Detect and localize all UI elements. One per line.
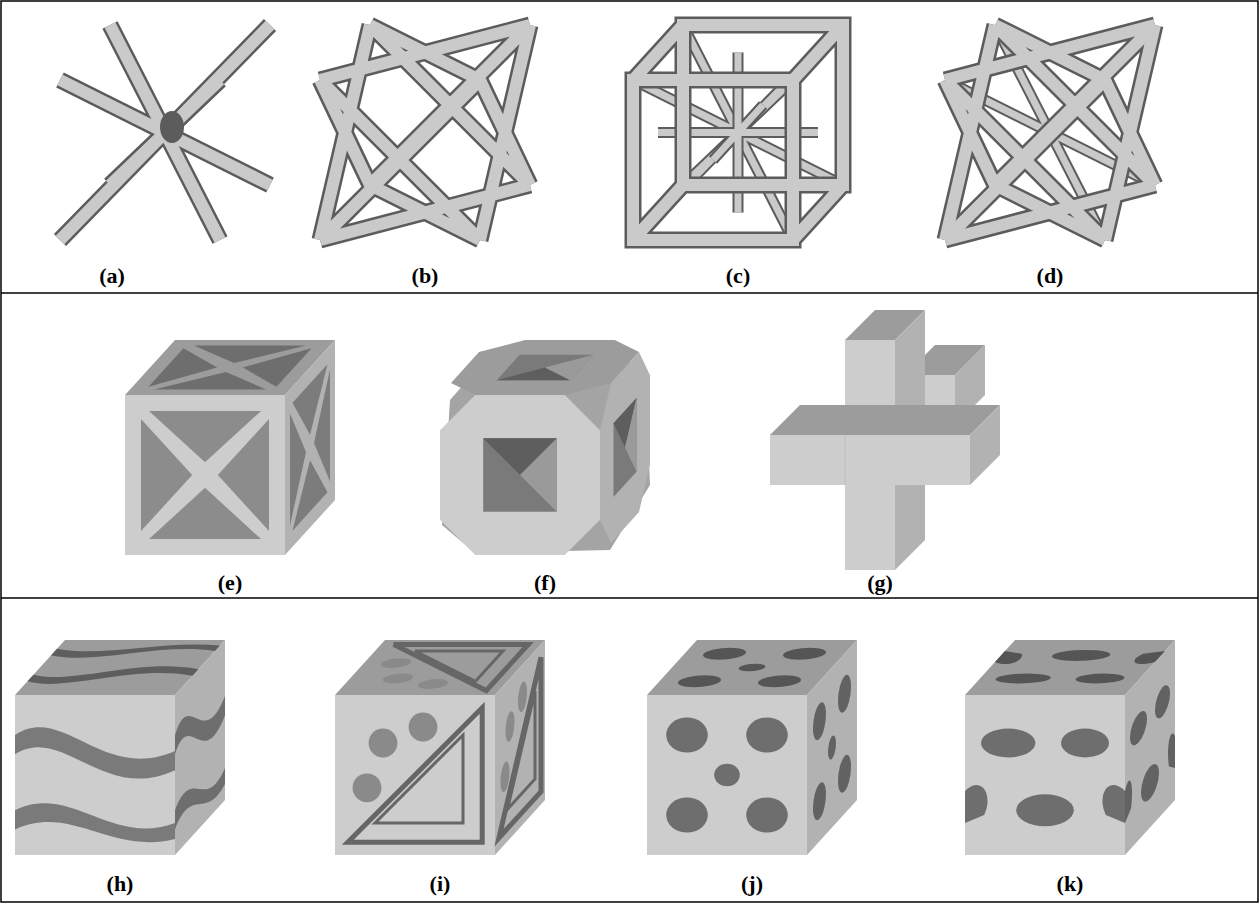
panel-label: (k) bbox=[1057, 872, 1084, 896]
panel-label: (b) bbox=[412, 264, 439, 288]
panel-label: (i) bbox=[430, 872, 451, 896]
bcc-cell bbox=[60, 25, 270, 240]
tpms-cell bbox=[965, 640, 1175, 855]
panel-label: (d) bbox=[1037, 264, 1064, 288]
tpms-cell bbox=[647, 640, 857, 855]
diamond-cell bbox=[335, 640, 545, 855]
panel-label: (j) bbox=[741, 872, 763, 896]
panel-label: (e) bbox=[218, 571, 242, 595]
truncated-cell bbox=[440, 340, 650, 555]
plate-cell bbox=[125, 340, 335, 555]
panel-label: (g) bbox=[867, 571, 893, 595]
gyroid-cell bbox=[15, 640, 225, 855]
fbcc-cell bbox=[945, 25, 1155, 240]
panel-label: (a) bbox=[99, 264, 125, 288]
edge-cell bbox=[633, 25, 843, 240]
fcc-cell bbox=[320, 25, 530, 240]
panel-label: (h) bbox=[107, 872, 134, 896]
panel-label: (f) bbox=[534, 571, 556, 595]
cross-cell bbox=[770, 310, 1000, 570]
row-rule bbox=[1, 292, 1258, 294]
panel-label: (c) bbox=[726, 264, 750, 288]
row-rule bbox=[1, 597, 1258, 599]
